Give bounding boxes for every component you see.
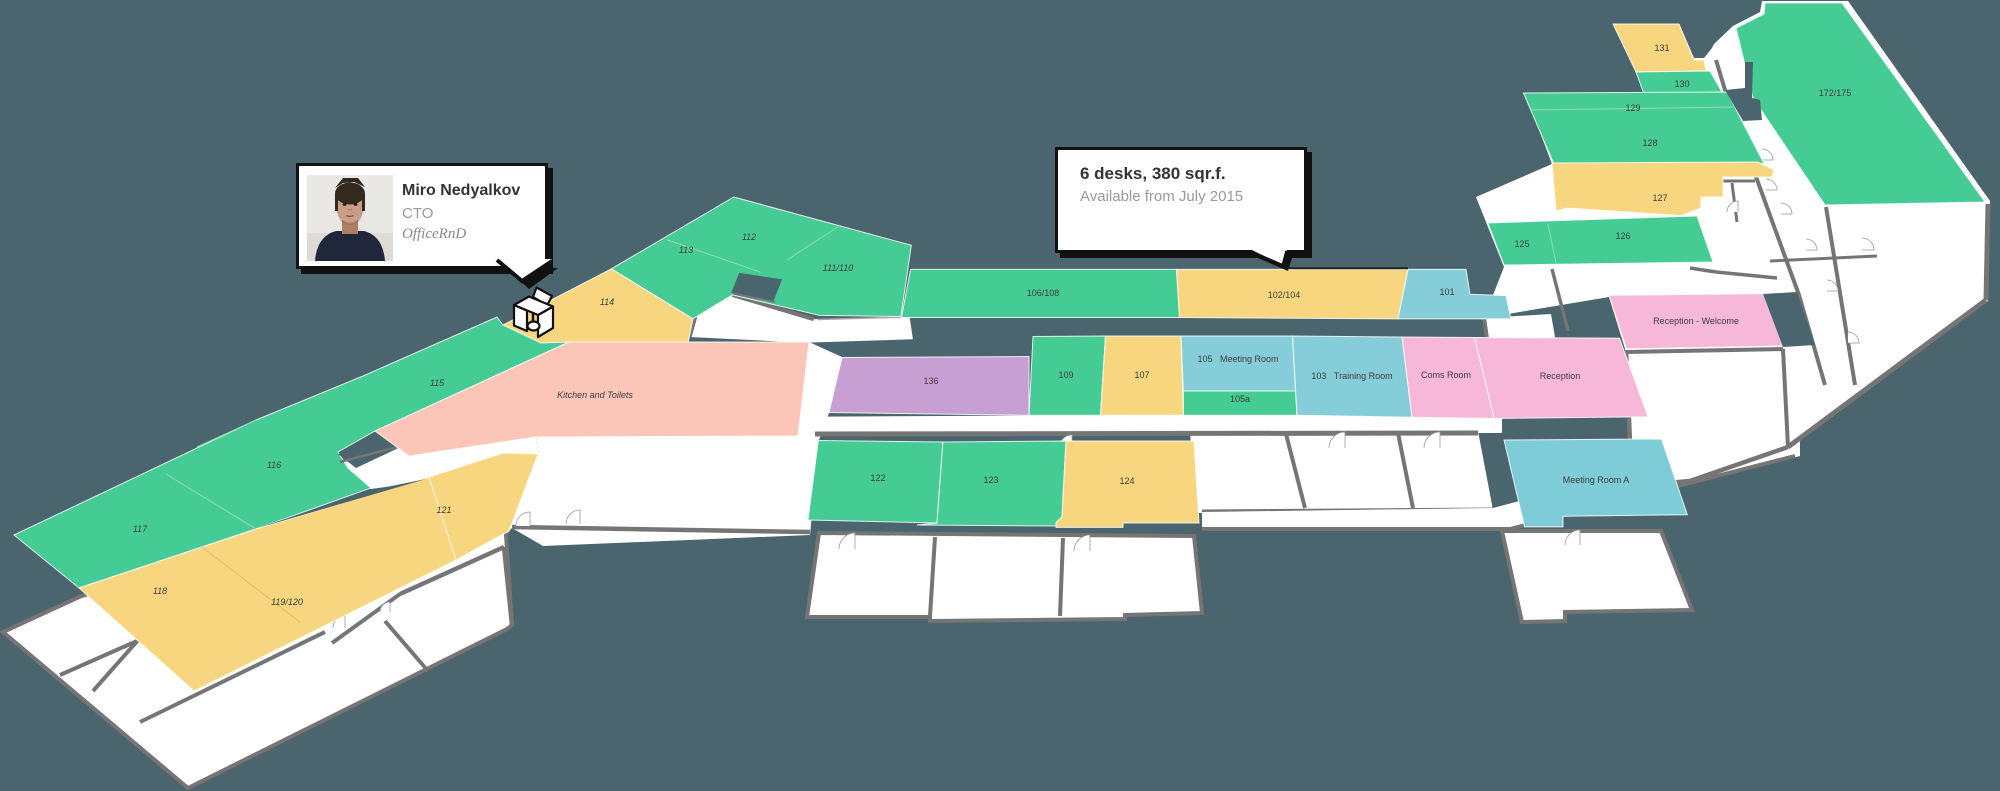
svg-text:Coms Room: Coms Room xyxy=(1421,370,1471,380)
svg-text:121: 121 xyxy=(436,505,451,515)
svg-text:105a: 105a xyxy=(1230,394,1250,404)
svg-text:106/108: 106/108 xyxy=(1027,288,1060,298)
svg-text:Kitchen and Toilets: Kitchen and Toilets xyxy=(557,390,633,400)
svg-text:115: 115 xyxy=(430,378,445,388)
svg-text:112: 112 xyxy=(742,232,756,242)
svg-text:102/104: 102/104 xyxy=(1268,290,1301,300)
svg-text:117: 117 xyxy=(133,524,148,534)
svg-text:Meeting Room A: Meeting Room A xyxy=(1563,475,1630,485)
svg-text:Reception: Reception xyxy=(1540,371,1581,381)
svg-text:114: 114 xyxy=(600,297,614,307)
svg-text:113: 113 xyxy=(679,245,693,255)
svg-text:119/120: 119/120 xyxy=(271,597,303,607)
svg-text:111/110: 111/110 xyxy=(823,263,854,273)
svg-text:124: 124 xyxy=(1119,476,1134,486)
svg-text:131: 131 xyxy=(1654,43,1669,53)
svg-text:103 Training Room: 103 Training Room xyxy=(1311,371,1392,381)
svg-text:123: 123 xyxy=(983,475,998,485)
svg-text:130: 130 xyxy=(1674,79,1689,89)
svg-text:172/175: 172/175 xyxy=(1819,88,1852,98)
svg-text:128: 128 xyxy=(1642,138,1657,148)
svg-text:122: 122 xyxy=(870,473,885,483)
svg-text:129: 129 xyxy=(1625,103,1640,113)
svg-text:101: 101 xyxy=(1439,287,1454,297)
svg-text:105 Meeting Room: 105 Meeting Room xyxy=(1197,354,1278,364)
svg-text:126: 126 xyxy=(1615,231,1630,241)
svg-text:127: 127 xyxy=(1652,193,1667,203)
svg-text:Reception - Welcome: Reception - Welcome xyxy=(1653,316,1739,326)
svg-text:116: 116 xyxy=(267,460,281,470)
svg-text:118: 118 xyxy=(153,586,167,596)
svg-text:125: 125 xyxy=(1514,239,1529,249)
svg-text:107: 107 xyxy=(1134,370,1149,380)
svg-text:109: 109 xyxy=(1058,370,1073,380)
svg-text:136: 136 xyxy=(923,376,938,386)
